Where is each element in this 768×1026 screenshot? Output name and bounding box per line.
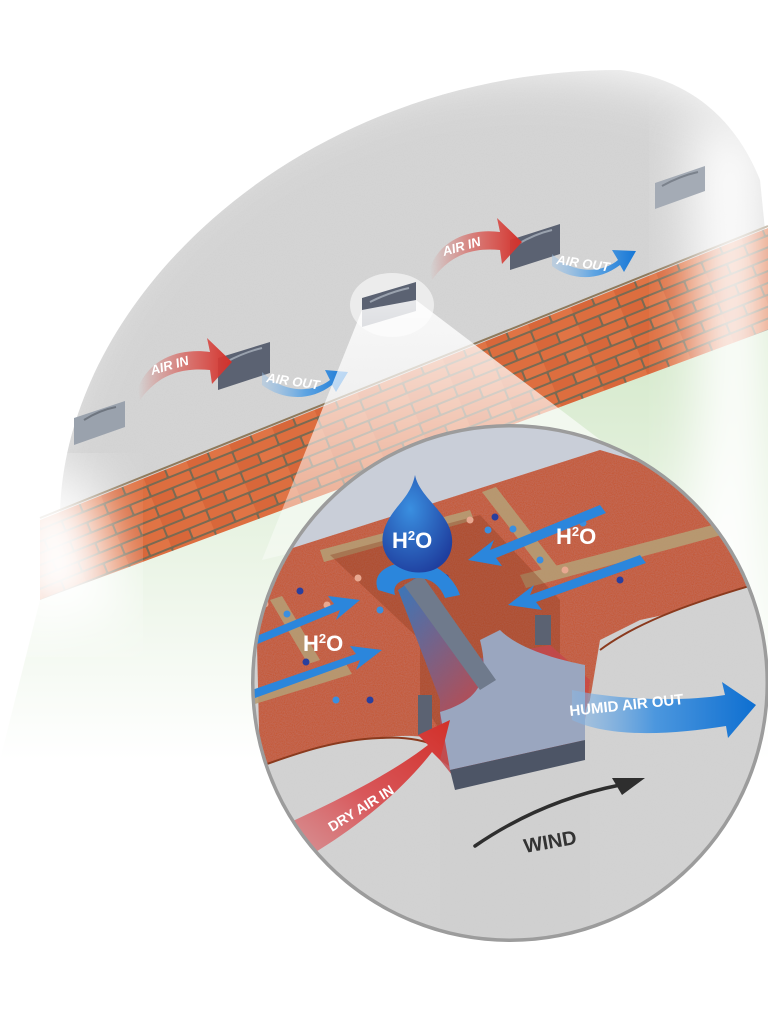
air-out-arrow: [262, 370, 348, 398]
wind-arrow: [473, 783, 622, 848]
humid-air-out-arrow: [572, 682, 756, 738]
moisture-arrows: [253, 505, 646, 698]
air-out-arrow: [552, 250, 636, 278]
vent-far-left: [74, 401, 125, 445]
vent-body: [440, 630, 585, 770]
water-drop: [382, 475, 453, 573]
air-in-arrow: [430, 218, 522, 280]
air-in-arrow: [138, 338, 232, 400]
h2o-drop-label: H2O: [392, 528, 432, 553]
h2o-left-label: H2O: [303, 631, 343, 656]
vent-far-right: [655, 166, 705, 209]
water-stream: [376, 561, 460, 598]
h2o-right-label: H2O: [556, 524, 596, 549]
magnifier: H2O H2O H2O DRY AIR IN HUMID AIR OUT WIN…: [251, 424, 768, 942]
